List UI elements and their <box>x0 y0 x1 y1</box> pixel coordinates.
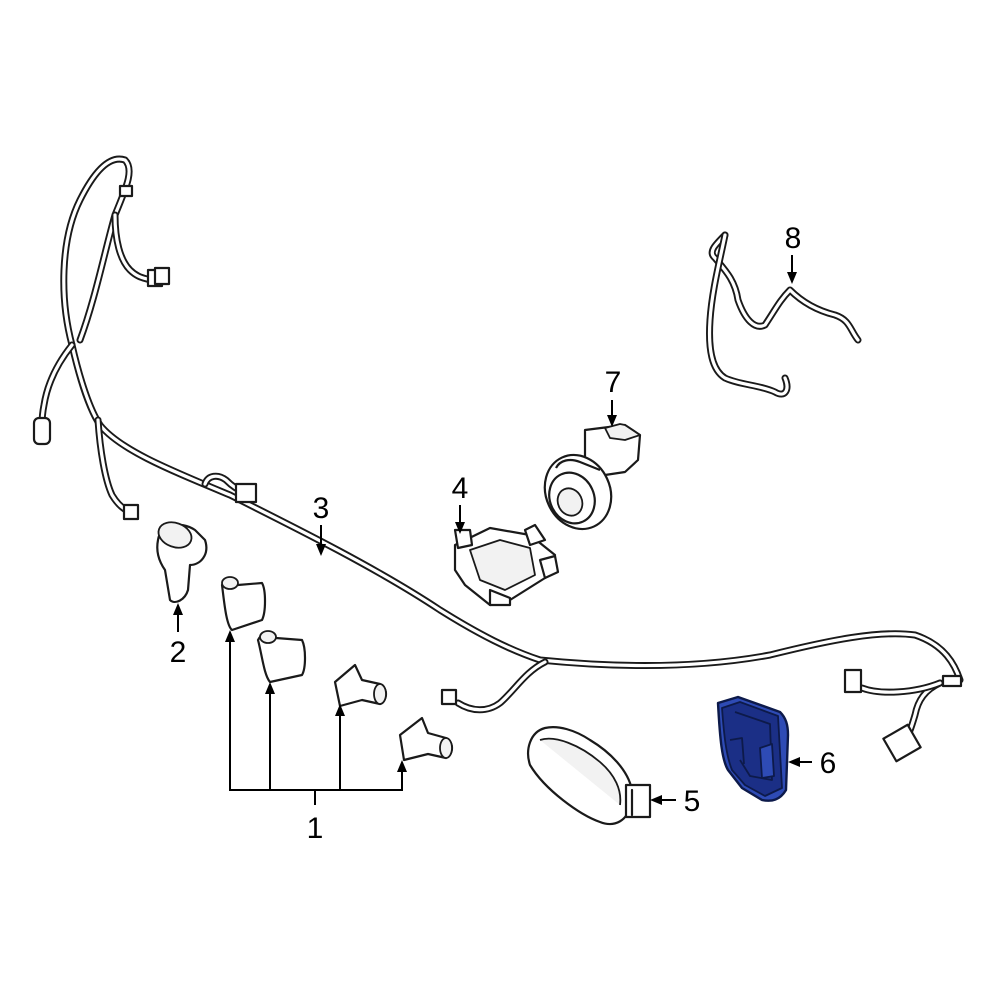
harness-round-connector <box>32 416 52 446</box>
callout-labels: 1 2 3 4 5 6 7 8 <box>170 222 837 845</box>
harness-connector <box>440 688 458 706</box>
harness-connector <box>882 723 922 763</box>
callout-2: 2 <box>170 636 187 669</box>
callout-leaders <box>173 255 812 805</box>
callout-4: 4 <box>452 472 469 505</box>
parking-sensor-3[interactable] <box>333 663 388 708</box>
parking-sensor-1[interactable] <box>220 576 267 632</box>
harness-connector-tip <box>153 266 171 286</box>
callout-8: 8 <box>785 222 802 255</box>
module-bracket[interactable] <box>453 523 560 607</box>
harness-connector <box>234 482 258 504</box>
harness-connector <box>843 668 863 694</box>
parking-sensor-4[interactable] <box>398 716 454 762</box>
callout-6: 6 <box>820 747 837 780</box>
callout-1: 1 <box>307 812 324 845</box>
sensor-bracket[interactable] <box>155 518 208 604</box>
callout-3: 3 <box>313 492 330 525</box>
callout-7: 7 <box>605 366 622 399</box>
camera[interactable] <box>533 423 642 540</box>
wiring-harness[interactable] <box>32 155 964 763</box>
control-module[interactable] <box>716 695 790 802</box>
harness-clip <box>118 184 134 198</box>
callout-5: 5 <box>684 785 701 818</box>
sub-harness-wire[interactable] <box>706 231 862 398</box>
parking-sensor-2[interactable] <box>256 630 307 684</box>
license-lamp[interactable] <box>527 726 652 826</box>
harness-connector <box>122 503 140 521</box>
harness-clip <box>941 674 963 688</box>
